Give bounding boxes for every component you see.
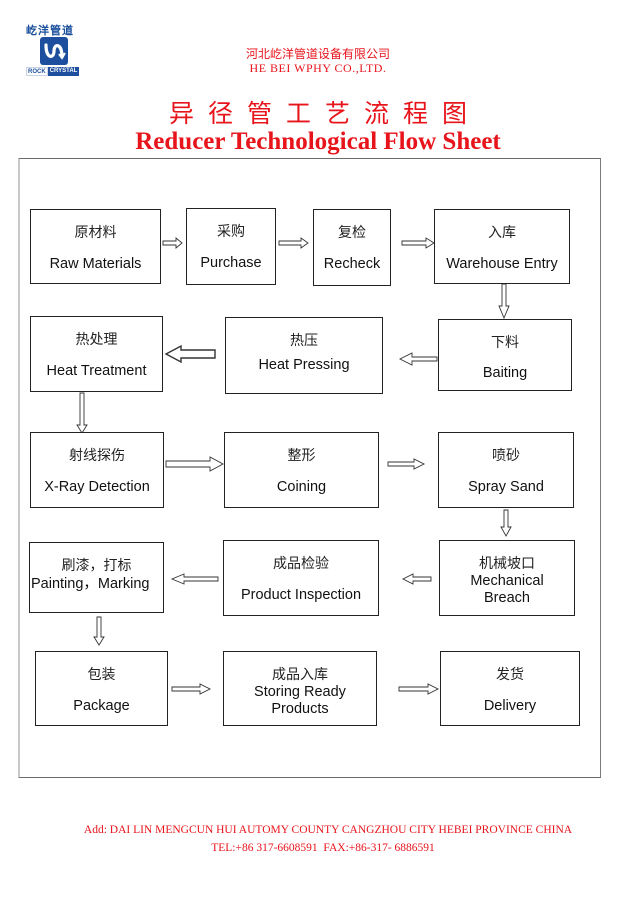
logo-mark-icon [40,37,68,65]
title-english: Reducer Technological Flow Sheet [135,128,501,155]
step-heat-pressing: 热压 Heat Pressing [225,317,383,394]
step-label-en: Heat Treatment [46,363,147,379]
logo-chinese-name: 屹洋管道 [26,24,74,37]
logo-tagline: ROCK CRYSTAL [26,67,80,76]
step-label-cn: 包装 [87,667,116,683]
step-label-cn: 入库 [488,225,516,241]
step-label-en: Purchase [200,255,262,271]
step-raw-materials: 原材料 Raw Materials [30,209,161,284]
step-label-en: Raw Materials [49,256,142,272]
company-name-english: HE BEI WPHY CO.,LTD. [249,61,387,75]
step-mechanical-breach: 机械坡口 Mechanical Breach [439,540,575,616]
step-label-en: Painting，Marking [31,576,150,592]
arrow-pressing-to-treatment [164,344,216,364]
step-label-cn: 喷砂 [492,448,520,464]
step-label-cn: 热处理 [75,332,118,348]
arrow-raw-to-purchase [162,237,183,249]
footer-contact: TEL:+86 317-6608591 FAX:+86-317- 6886591 [211,842,435,854]
step-heat-treatment: 热处理 Heat Treatment [30,316,163,392]
arrow-painting-to-package [93,616,105,646]
arrow-mechanical-to-inspection [401,573,432,585]
step-label-en: Baiting [482,365,528,381]
arrow-baiting-to-pressing [398,352,438,366]
title-chinese: 异径管工艺流程图 [168,99,481,128]
step-label-en: Product Inspection [240,587,362,603]
logo-tag-rock: ROCK [26,67,48,76]
step-label-en: Package [73,698,130,714]
step-label-cn: 整形 [287,448,316,464]
step-label-cn: 原材料 [74,225,117,241]
step-label-cn: 成品入库 [272,667,328,683]
arrow-purchase-to-recheck [278,237,309,249]
company-name-chinese: 河北屹洋管道设备有限公司 [245,47,390,61]
step-label-en: Spray Sand [468,479,544,495]
arrow-storing-to-delivery [398,683,440,695]
arrow-recheck-to-warehouse [401,237,435,249]
arrow-warehouse-to-baiting [498,283,510,320]
step-recheck: 复检 Recheck [313,209,391,286]
step-warehouse-entry: 入库 Warehouse Entry [434,209,570,284]
step-label-cn: 射线探伤 [69,448,125,464]
step-baiting: 下料 Baiting [438,319,572,391]
step-package: 包装 Package [35,651,168,726]
arrow-coining-to-spray [387,458,426,470]
arrow-xray-to-coining [165,456,224,472]
step-label-cn: 热压 [290,333,318,349]
step-label-cn: 成品检验 [273,556,329,572]
arrow-treatment-to-xray [76,392,88,434]
step-label-en: Heat Pressing [258,357,350,373]
logo-tag-crystal: CRYSTAL [47,67,80,76]
step-coining: 整形 Coining [224,432,379,508]
step-label-en-line2: Products [271,701,329,717]
step-label-en: Storing Ready [254,684,346,700]
step-painting-marking: 刷漆，打标 Painting，Marking [29,542,164,613]
step-label-en-line2: Breach [484,590,530,606]
step-spray-sand: 喷砂 Spray Sand [438,432,574,508]
step-label-cn: 发货 [496,667,524,683]
step-label-en: X-Ray Detection [44,479,150,495]
step-delivery: 发货 Delivery [440,651,580,726]
step-purchase: 采购 Purchase [186,208,276,285]
step-label-cn: 下料 [491,335,519,351]
arrow-spray-to-mechanical [500,509,512,537]
step-label-en: Recheck [323,256,381,272]
step-storing-ready-products: 成品入库 Storing Ready Products [223,651,377,726]
step-label-en: Warehouse Entry [446,256,558,272]
arrow-package-to-storing [171,683,212,695]
step-label-cn: 复检 [338,225,366,241]
footer-address: Add: DAI LIN MENGCUN HUI AUTOMY COUNTY C… [83,824,573,836]
step-label-en: Mechanical [470,573,544,589]
step-label-en: Coining [276,479,327,495]
step-label-en: Delivery [483,698,537,714]
step-label-cn: 采购 [217,224,245,240]
step-label-cn: 机械坡口 [479,556,535,572]
arrow-inspection-to-painting [170,573,219,585]
step-product-inspection: 成品检验 Product Inspection [223,540,379,616]
step-label-cn: 刷漆，打标 [61,558,132,574]
step-xray-detection: 射线探伤 X-Ray Detection [30,432,164,508]
flowchart-frame [18,158,601,778]
